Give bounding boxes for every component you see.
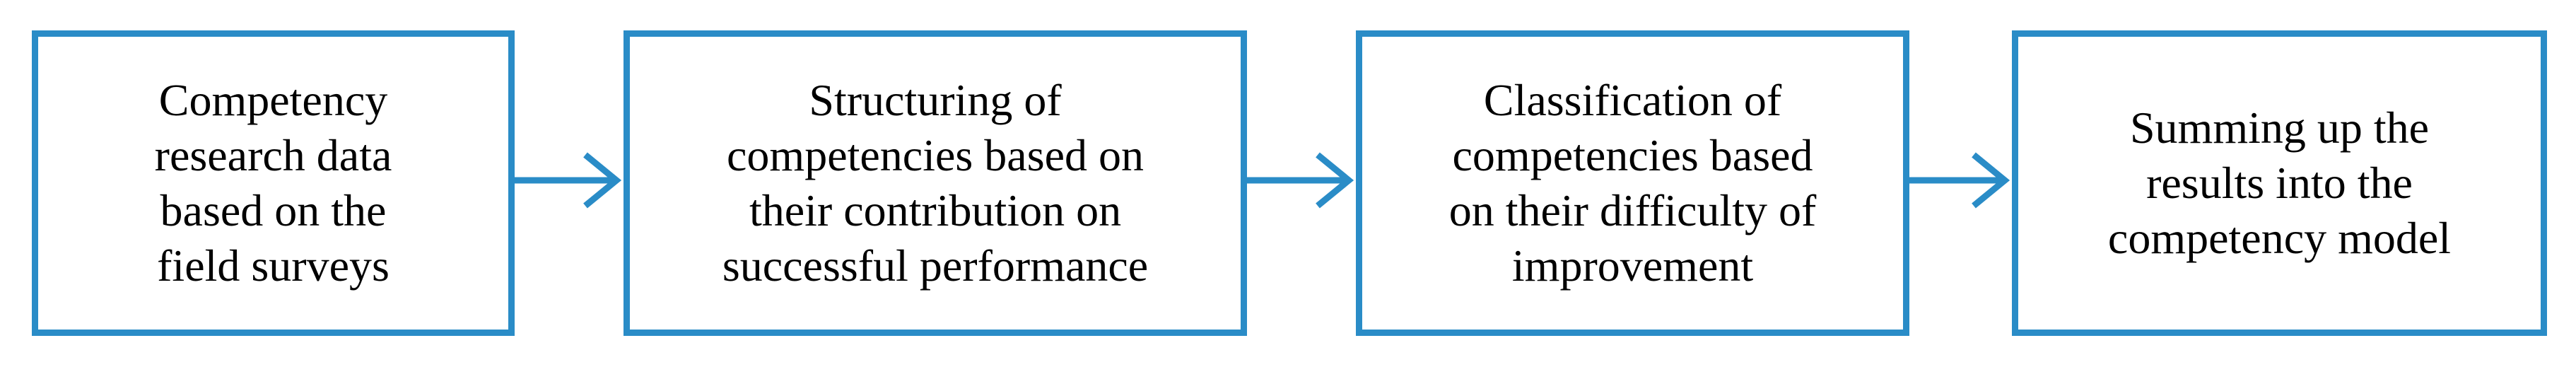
step-text-line: results into the (2146, 158, 2413, 208)
right-arrow-icon (1247, 152, 1354, 209)
step-box-competency-model: Summing up the results into the competen… (2012, 30, 2547, 336)
step-text-line: on their difficulty of (1448, 185, 1817, 235)
step-box-field-surveys: Competency research data based on the fi… (32, 30, 515, 336)
step-text-line: their contribution on (749, 185, 1122, 235)
step-text: Summing up the results into the competen… (2108, 100, 2451, 266)
right-arrow-icon (1909, 152, 2010, 209)
step-text-line: Competency (158, 75, 388, 125)
step-text-line: competency model (2107, 213, 2452, 263)
step-text-line: research data (154, 130, 392, 180)
step-text: Structuring of competencies based on the… (722, 73, 1148, 293)
step-text-line: Classification of (1483, 75, 1782, 125)
step-text-line: improvement (1511, 240, 1754, 291)
step-text: Competency research data based on the fi… (155, 73, 392, 293)
step-box-structuring: Structuring of competencies based on the… (623, 30, 1247, 336)
step-text: Classification of competencies based on … (1449, 73, 1817, 293)
right-arrow-icon (515, 152, 622, 209)
step-text-line: competencies based on (727, 130, 1144, 180)
step-text-line: Structuring of (809, 75, 1062, 125)
step-text-line: field surveys (157, 240, 390, 291)
step-box-classification: Classification of competencies based on … (1356, 30, 1909, 336)
step-text-line: based on the (160, 185, 387, 235)
step-text-line: successful performance (722, 240, 1149, 291)
step-text-line: Summing up the (2129, 103, 2430, 153)
step-text-line: competencies based (1452, 130, 1813, 180)
